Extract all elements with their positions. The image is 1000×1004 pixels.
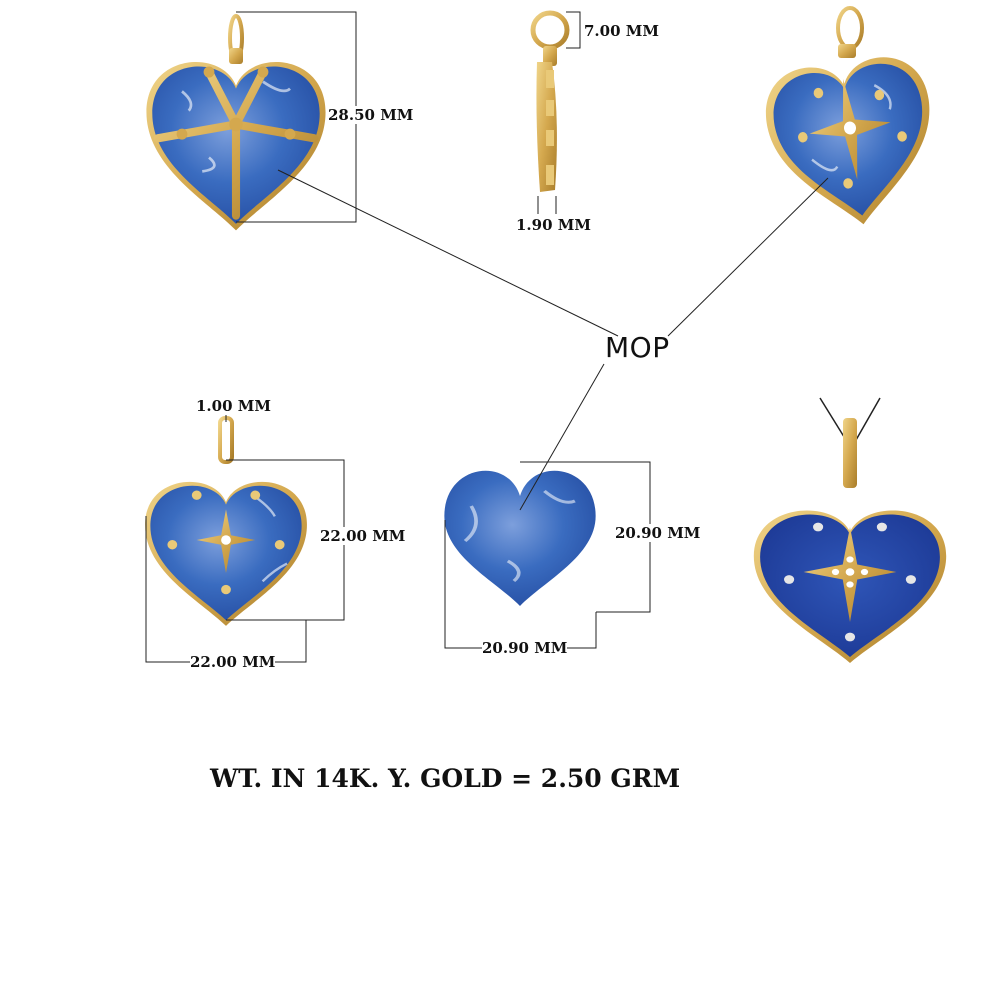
mop-leader-lines (277, 169, 829, 511)
stone-view (444, 461, 651, 649)
stone-height-label: 20.90 MM (615, 524, 701, 542)
pendant-front-view (145, 412, 345, 663)
front-height-label: 22.00 MM (320, 527, 406, 545)
pendant-angled-view (759, 6, 945, 236)
height-dimension-label: 28.50 MM (328, 106, 414, 124)
pendant-side-view (530, 10, 581, 214)
thickness-label: 1.90 MM (516, 216, 591, 234)
pendant-back-view (146, 11, 357, 231)
stone-width-label: 20.90 MM (482, 639, 568, 657)
bail-diameter-label: 7.00 MM (584, 22, 659, 40)
weight-label: WT. IN 14K. Y. GOLD = 2.50 GRM (210, 764, 681, 793)
front-width-label: 22.00 MM (190, 653, 276, 671)
bail-width-label: 1.00 MM (196, 397, 271, 415)
material-label: MOP (605, 331, 670, 364)
pendant-chain-view (753, 397, 947, 663)
